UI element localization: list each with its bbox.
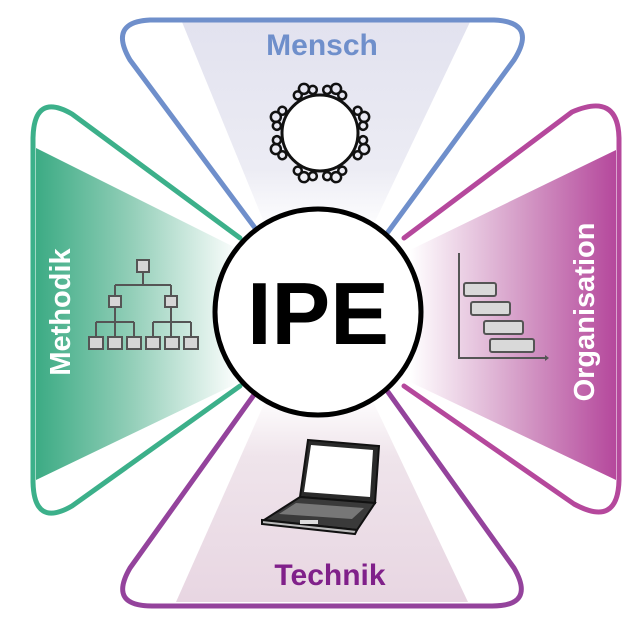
gantt-chart-icon	[458, 253, 549, 361]
methodik-label: Methodik	[45, 247, 77, 375]
mensch-label: Mensch	[266, 29, 378, 62]
center-circle	[212, 206, 424, 418]
center-label: IPE	[247, 264, 389, 363]
segment-mensch: Mensch	[119, 17, 525, 235]
center-hub: IPE	[212, 206, 424, 418]
round-table-people-icon	[269, 82, 371, 184]
hierarchy-tree-icon	[88, 259, 199, 350]
organisation-outline	[401, 103, 622, 515]
technik-label: Technik	[274, 559, 385, 592]
organisation-label: Organisation	[569, 223, 601, 402]
segment-methodik: Methodik	[30, 104, 243, 516]
methodik-wedge	[36, 148, 240, 480]
segment-technik: Technik	[120, 389, 524, 609]
laptop-icon	[261, 438, 381, 536]
mensch-outline	[119, 17, 525, 235]
methodik-outline	[30, 104, 243, 516]
technik-outline	[120, 389, 524, 609]
organisation-wedge	[410, 150, 616, 480]
segment-organisation: Organisation	[401, 103, 622, 515]
